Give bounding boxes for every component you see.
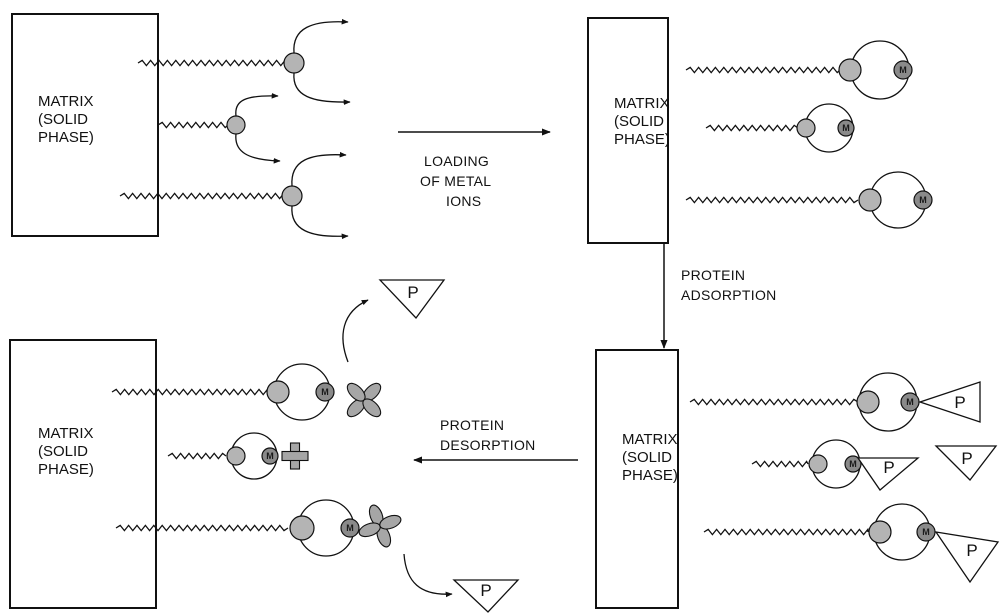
open-binding-arc [235,133,281,164]
spacer-arm [703,527,869,536]
metal-ion-label: M [346,523,354,533]
panel-after-desorption: MATRIX (SOLID PHASE) M M M [9,279,520,613]
open-binding-arc [235,93,279,117]
panel-metal-loaded-matrix: MATRIX (SOLID PHASE) M M M [587,17,933,244]
step-loading: LOADING OF METAL IONS [398,128,551,209]
step-label: ADSORPTION [681,287,777,303]
metal-ion [916,522,936,542]
chelator-ligand [226,115,246,135]
spacer-arm [705,124,799,132]
metal-ion-label: M [919,195,927,205]
spacer-arm [115,524,289,532]
chelator-ligand [868,520,892,544]
matrix-label: MATRIX [38,425,94,442]
release-arrow [342,299,369,363]
step-label: LOADING [424,153,489,169]
spacer-arm [685,66,841,74]
chelator-ligand [281,185,303,207]
matrix-label: (SOLID [622,449,672,466]
matrix-label: MATRIX [38,93,94,110]
matrix-block [9,339,157,609]
open-binding-arc [293,18,349,54]
competitor-molecule [281,442,309,470]
panel-unloaded-matrix: MATRIX (SOLID PHASE) [11,13,351,240]
metal-ion [315,382,335,402]
open-binding-arc [291,205,349,240]
release-arrow [403,553,453,598]
metal-ion-label: M [842,123,850,133]
competitor-molecule [346,382,382,418]
step-label: DESORPTION [440,437,536,453]
matrix-label: (SOLID [38,443,88,460]
unbound-protein [934,445,998,481]
spacer-arm [751,460,809,468]
bound-protein [856,457,920,491]
competitor-molecule [358,504,402,548]
released-protein [452,579,520,613]
protein-label: P [961,449,972,468]
metal-ion [844,455,862,473]
protein-label: P [954,393,965,412]
chelator-ligand [283,52,305,74]
matrix-block [11,13,159,237]
metal-ion-label: M [906,397,914,407]
step-label: PROTEIN [440,417,504,433]
chelator-ligand [856,390,880,414]
released-protein [378,279,446,320]
matrix-label: (SOLID [614,113,664,130]
metal-ion [340,518,360,538]
matrix-label: PHASE) [38,129,94,146]
spacer-arm [111,387,269,396]
chelator-ligand [266,380,290,404]
spacer-arm [157,121,229,129]
chelator-ligand [838,58,862,82]
matrix-label: PHASE) [614,131,670,148]
metal-ion [913,190,933,210]
bound-protein [917,381,981,423]
matrix-label: MATRIX [614,95,670,112]
metal-ion-label: M [922,527,930,537]
spacer-arm [689,398,859,406]
chelator-ligand [808,454,828,474]
matrix-label: (SOLID [38,111,88,128]
step-desorption: PROTEIN DESORPTION [413,417,578,464]
metal-ion [261,447,279,465]
matrix-label: PHASE) [622,467,678,484]
chelator-ligand [289,515,315,541]
matrix-label: MATRIX [622,431,678,448]
spacer-arm [685,196,859,204]
step-label: OF METAL [420,173,491,189]
chelator-ligand [796,118,816,138]
chelator-ligand [226,446,246,466]
bound-protein [934,531,1000,584]
spacer-arm [119,191,285,200]
metal-ion [893,60,913,80]
step-label: PROTEIN [681,267,745,283]
step-label: IONS [446,193,481,209]
matrix-block [595,349,679,609]
metal-ion [837,119,855,137]
protein-label: P [966,541,977,560]
metal-ion-label: M [266,451,274,461]
metal-ion-label: M [899,65,907,75]
matrix-block [587,17,669,244]
metal-ion-label: M [849,459,857,469]
protein-label: P [407,283,418,302]
matrix-label: PHASE) [38,461,94,478]
panel-protein-adsorbed: MATRIX (SOLID PHASE) M P M P P M P [595,349,1000,609]
spacer-arm [167,452,227,460]
protein-label: P [480,581,491,600]
spacer-arm [137,59,287,67]
step-adsorption: PROTEIN ADSORPTION [660,244,777,349]
protein-label: P [883,458,894,477]
open-binding-arc [293,72,351,105]
open-binding-arc [291,151,347,187]
chelator-ligand [858,188,882,212]
metal-ion-label: M [321,387,329,397]
